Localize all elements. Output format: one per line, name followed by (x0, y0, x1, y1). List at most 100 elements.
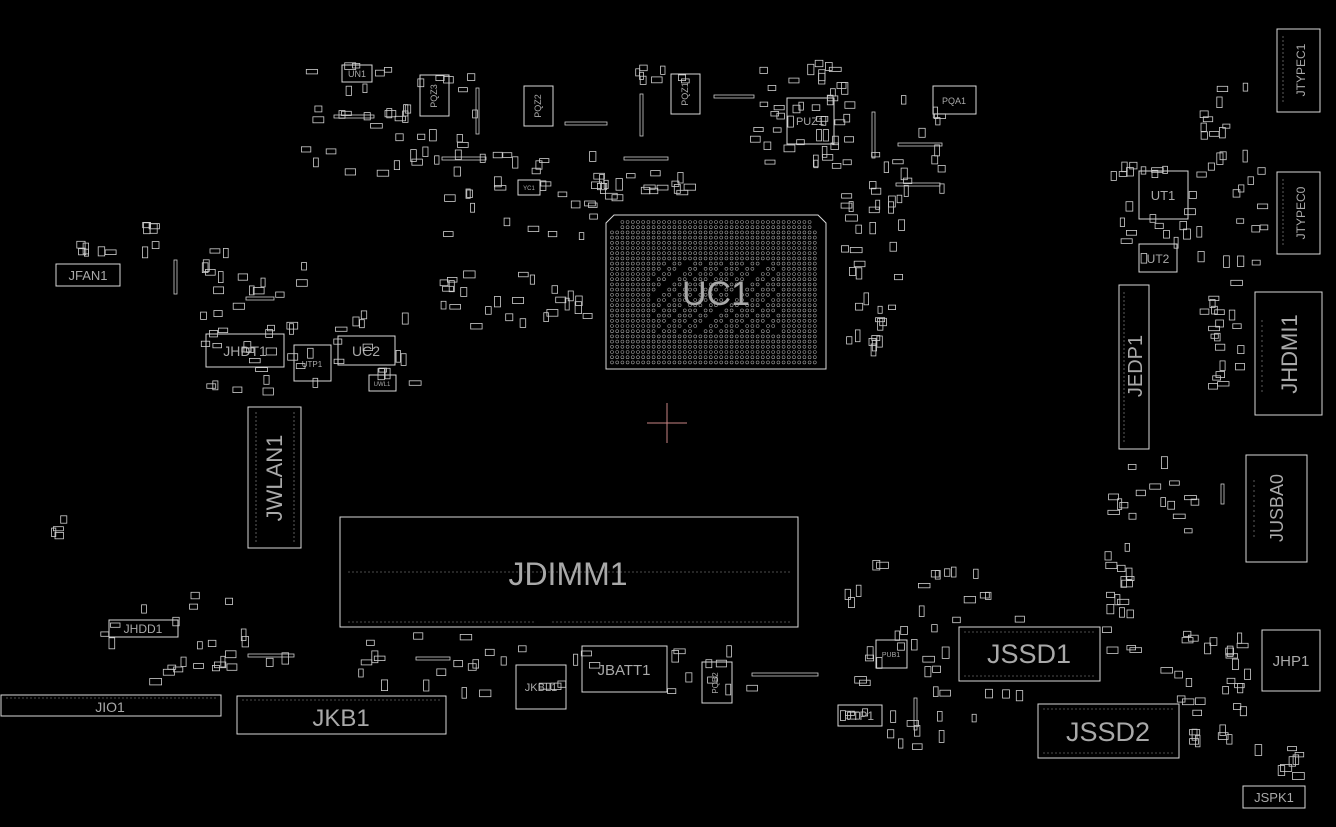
passive-pad[interactable] (1106, 646, 1119, 654)
passive-pad[interactable] (1119, 607, 1125, 618)
passive-pad[interactable] (97, 246, 106, 257)
passive-pad[interactable] (1233, 703, 1242, 710)
passive-pad[interactable] (855, 302, 864, 311)
passive-pad[interactable] (832, 135, 839, 146)
passive-pad[interactable] (854, 676, 867, 684)
passive-pad[interactable] (952, 616, 961, 624)
passive-pad[interactable] (931, 155, 939, 165)
passive-pad[interactable] (359, 319, 365, 329)
strip-footprint[interactable] (333, 114, 375, 119)
component-puz1[interactable]: PUZ1 (786, 97, 835, 145)
passive-pad[interactable] (1160, 667, 1174, 674)
passive-pad[interactable] (855, 224, 862, 234)
component-jkb1[interactable]: JKB1 (236, 695, 447, 735)
passive-pad[interactable] (580, 650, 592, 657)
passive-pad[interactable] (1200, 122, 1207, 132)
passive-pad[interactable] (255, 367, 268, 373)
passive-pad[interactable] (100, 631, 110, 637)
passive-pad[interactable] (589, 662, 601, 669)
passive-pad[interactable] (1219, 360, 1226, 371)
passive-pad[interactable] (1207, 162, 1215, 171)
passive-pad[interactable] (543, 312, 549, 323)
strip-footprint[interactable] (639, 93, 644, 137)
passive-pad[interactable] (1135, 489, 1146, 497)
passive-pad[interactable] (932, 106, 938, 119)
passive-pad[interactable] (1183, 630, 1192, 637)
passive-pad[interactable] (467, 663, 477, 671)
passive-pad[interactable] (213, 310, 223, 317)
passive-pad[interactable] (1127, 463, 1137, 470)
passive-pad[interactable] (1219, 724, 1226, 736)
passive-pad[interactable] (750, 135, 761, 143)
passive-pad[interactable] (275, 291, 285, 298)
passive-pad[interactable] (378, 367, 387, 373)
passive-pad[interactable] (1257, 167, 1266, 175)
passive-pad[interactable] (883, 161, 890, 173)
component-jhdmi1[interactable]: JHDMI1 (1254, 291, 1323, 416)
passive-pad[interactable] (787, 115, 794, 128)
passive-pad[interactable] (822, 154, 834, 161)
passive-pad[interactable] (933, 686, 939, 697)
passive-pad[interactable] (457, 141, 469, 148)
passive-pad[interactable] (1174, 670, 1183, 679)
passive-pad[interactable] (252, 287, 265, 295)
passive-pad[interactable] (842, 159, 852, 166)
passive-pad[interactable] (763, 141, 772, 150)
passive-pad[interactable] (265, 347, 278, 356)
passive-pad[interactable] (844, 136, 854, 143)
passive-pad[interactable] (1102, 626, 1112, 634)
component-jedp1[interactable]: JEDP1 (1118, 284, 1150, 450)
passive-pad[interactable] (189, 603, 199, 610)
passive-pad[interactable] (248, 285, 255, 296)
passive-pad[interactable] (453, 660, 463, 668)
passive-pad[interactable] (876, 335, 883, 348)
passive-pad[interactable] (1230, 279, 1243, 286)
passive-pad[interactable] (202, 259, 210, 272)
passive-pad[interactable] (1238, 184, 1245, 193)
component-uc1[interactable]: UC1 (605, 214, 827, 370)
passive-pad[interactable] (1237, 632, 1243, 644)
passive-pad[interactable] (673, 184, 681, 194)
passive-pad[interactable] (1208, 295, 1220, 301)
passive-pad[interactable] (746, 684, 758, 692)
passive-pad[interactable] (892, 159, 904, 165)
strip-footprint[interactable] (1220, 483, 1225, 505)
passive-pad[interactable] (776, 112, 785, 120)
passive-pad[interactable] (519, 318, 527, 328)
passive-pad[interactable] (440, 300, 447, 310)
passive-pad[interactable] (226, 663, 238, 671)
passive-pad[interactable] (876, 657, 883, 669)
passive-pad[interactable] (1104, 551, 1112, 561)
passive-pad[interactable] (429, 129, 437, 142)
passive-pad[interactable] (1172, 513, 1186, 519)
passive-pad[interactable] (76, 240, 86, 249)
passive-pad[interactable] (1118, 171, 1128, 177)
passive-pad[interactable] (1184, 495, 1197, 501)
passive-pad[interactable] (1204, 642, 1212, 655)
passive-pad[interactable] (667, 688, 677, 695)
passive-pad[interactable] (196, 641, 203, 650)
passive-pad[interactable] (78, 248, 87, 256)
passive-pad[interactable] (1216, 152, 1224, 165)
passive-pad[interactable] (371, 650, 379, 664)
passive-pad[interactable] (951, 566, 957, 578)
passive-pad[interactable] (840, 202, 853, 209)
passive-pad[interactable] (1223, 255, 1230, 268)
passive-pad[interactable] (1208, 382, 1218, 390)
passive-pad[interactable] (281, 652, 289, 665)
passive-pad[interactable] (1117, 564, 1126, 572)
passive-pad[interactable] (539, 158, 550, 164)
passive-pad[interactable] (792, 104, 801, 114)
component-un1[interactable]: UN1 (341, 64, 373, 83)
passive-pad[interactable] (1140, 253, 1148, 264)
passive-pad[interactable] (1280, 764, 1293, 772)
passive-pad[interactable] (865, 654, 875, 662)
passive-pad[interactable] (1161, 456, 1168, 470)
passive-pad[interactable] (811, 104, 821, 111)
passive-pad[interactable] (1209, 637, 1218, 646)
passive-pad[interactable] (821, 145, 828, 158)
component-ut1[interactable]: UT1 (1138, 170, 1189, 220)
passive-pad[interactable] (217, 327, 229, 334)
passive-pad[interactable] (971, 713, 977, 723)
passive-pad[interactable] (1288, 756, 1296, 767)
